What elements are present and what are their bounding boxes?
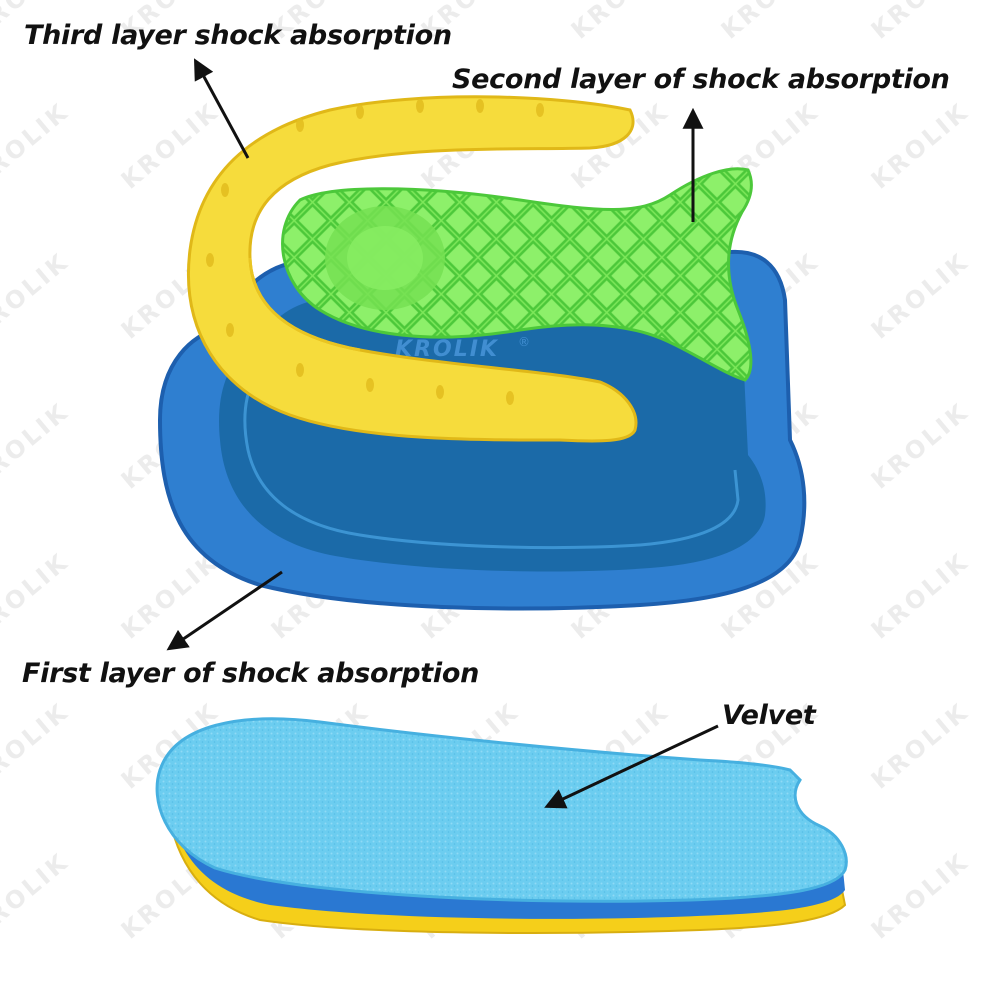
label-third-layer: Third layer shock absorption <box>24 20 452 51</box>
second-layer-green-pad <box>281 167 753 382</box>
watermark-text: KROLIK <box>0 697 74 794</box>
arrow-third-layer <box>193 58 250 159</box>
watermark-text: KROLIK <box>866 697 975 794</box>
watermark-text: KROLIK <box>866 847 975 944</box>
arrow-first-layer <box>166 570 283 651</box>
watermark-text: KROLIK <box>866 97 975 194</box>
arrow-velvet <box>544 724 719 809</box>
label-velvet: Velvet <box>722 700 816 731</box>
watermark-text: KROLIK <box>0 847 74 944</box>
watermark-text: KROLIK <box>0 247 74 344</box>
third-layer-yellow-horseshoe <box>187 95 638 443</box>
watermark-text: KROLIK <box>866 397 975 494</box>
watermark-text: KROLIK <box>866 0 975 45</box>
watermark-text: KROLIK <box>0 97 74 194</box>
watermark-text: KROLIK <box>566 0 675 45</box>
watermark-text: KROLIK <box>0 397 74 494</box>
watermark-text: KROLIK <box>0 547 74 644</box>
watermark-text: KROLIK <box>866 247 975 344</box>
registered-mark: ® <box>518 335 530 349</box>
watermark-text: KROLIK <box>116 547 225 644</box>
watermark-text: KROLIK <box>866 547 975 644</box>
velvet-heel-insole <box>155 717 848 934</box>
label-second-layer: Second layer of shock absorption <box>452 64 950 95</box>
annotation-arrows <box>166 58 719 809</box>
watermark-text: KROLIK <box>716 0 825 45</box>
watermark-text: KROLIK <box>116 97 225 194</box>
label-first-layer: First layer of shock absorption <box>22 658 480 689</box>
